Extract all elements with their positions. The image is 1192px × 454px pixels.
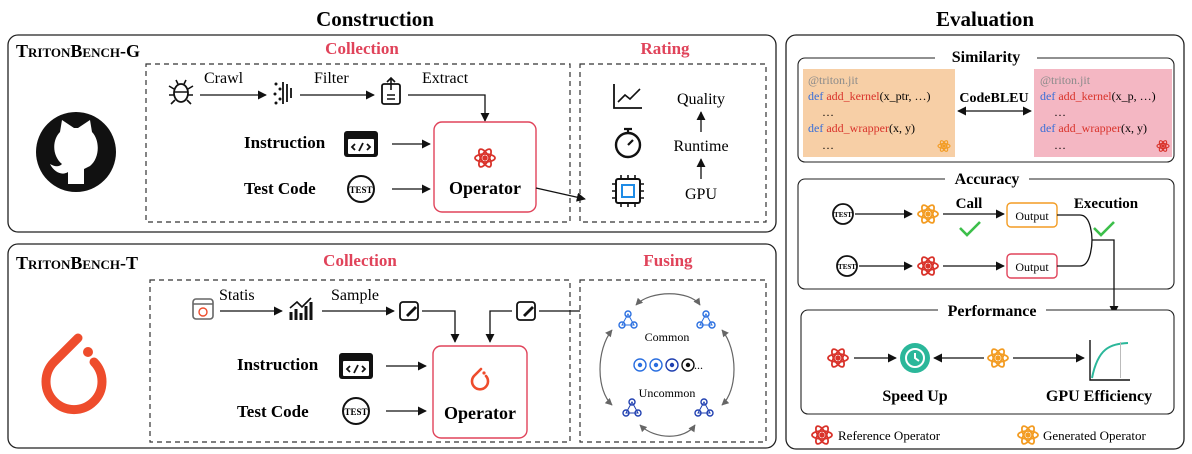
filter-label: Filter (314, 70, 349, 87)
collection-box-g (145, 63, 571, 223)
tritonbench-g-panel: TRITONBENCH-G Collection Rating Crawl Fi… (7, 34, 777, 233)
collection-label-g: Collection (325, 39, 399, 58)
code-left-text: @triton.jit def add_kernel(x_ptr, …) … d… (808, 73, 930, 152)
edit-icon-2 (516, 301, 536, 321)
svg-text:def add_wrapper(x, y): def add_wrapper(x, y) (1040, 121, 1147, 135)
code-window-icon (343, 130, 379, 158)
stopwatch-icon (614, 127, 642, 159)
svg-text:def add_kernel(x_ptr, …): def add_kernel(x_ptr, …) (808, 89, 930, 103)
crawl-label: Crawl (204, 70, 244, 87)
extract-label: Extract (422, 70, 469, 87)
operator-box-g (433, 121, 537, 213)
legend-reference-icon (811, 423, 833, 447)
code-left-block (803, 69, 955, 157)
statis-label: Statis (219, 287, 255, 304)
output-label-1: Output (1015, 209, 1049, 223)
codebleu-label: CodeBLEU (959, 91, 1028, 106)
test-icon-acc-2: TEST (836, 255, 858, 277)
efficiency-curve-icon (1089, 340, 1130, 381)
fusion-graph-top-left (618, 310, 638, 329)
chip-icon (612, 175, 644, 207)
operator-label-t: Operator (444, 403, 516, 423)
operator-box-t (432, 345, 528, 439)
fused-node-chain (633, 358, 695, 372)
gpu-label: GPU (685, 186, 717, 203)
quality-label: Quality (677, 91, 725, 108)
similarity-label: Similarity (952, 49, 1020, 66)
filter-icon (273, 82, 292, 105)
edit-icon (399, 301, 419, 321)
rating-label: Rating (640, 39, 690, 58)
execution-label: Execution (1074, 196, 1139, 212)
evaluation-panel: Similarity @triton.jit def add_kernel(x_… (785, 34, 1185, 450)
test-code-label-t: Test Code (237, 402, 309, 421)
test-code-label-g: Test Code (244, 179, 316, 198)
svg-text:…: … (822, 138, 834, 152)
fusing-label: Fusing (643, 251, 693, 270)
svg-text:…: … (1054, 105, 1066, 119)
code-right-block (1034, 69, 1172, 157)
statis-icon (192, 298, 214, 320)
svg-text:TEST: TEST (834, 211, 852, 219)
fusing-box (579, 279, 767, 443)
rating-box (579, 63, 767, 223)
extract-icon (381, 76, 401, 105)
svg-text:…: … (822, 105, 834, 119)
svg-text:TEST: TEST (349, 185, 372, 195)
code-right-text: @triton.jit def add_kernel(x_p, …) … def… (1040, 73, 1156, 152)
test-icon-acc-1: TEST (832, 203, 854, 225)
collection-label-t: Collection (323, 251, 397, 270)
common-label: Common (645, 330, 690, 344)
operator-label-g: Operator (449, 178, 521, 198)
code-window-icon-t (338, 352, 374, 380)
gpu-efficiency-label: GPU Efficiency (1046, 388, 1152, 405)
legend-generated-label: Generated Operator (1043, 428, 1147, 443)
test-icon-t: TEST (342, 397, 370, 425)
legend-reference-label: Reference Operator (838, 428, 941, 443)
chart-icon (613, 84, 642, 109)
uncommon-label: Uncommon (639, 386, 696, 400)
performance-label: Performance (948, 303, 1037, 320)
svg-text:…: … (1054, 138, 1066, 152)
svg-text:@triton.jit: @triton.jit (808, 73, 859, 87)
evaluation-header: Evaluation (936, 7, 1034, 31)
collection-box-t (149, 279, 571, 443)
fusion-graph-bottom-left (622, 398, 642, 417)
svg-text:@triton.jit: @triton.jit (1040, 73, 1091, 87)
pytorch-icon (41, 333, 107, 415)
svg-text:TEST: TEST (344, 407, 367, 417)
output-label-2: Output (1015, 260, 1049, 274)
github-icon (36, 112, 116, 192)
svg-text:def add_kernel(x_p, …): def add_kernel(x_p, …) (1040, 89, 1156, 103)
runtime-label: Runtime (673, 138, 728, 155)
accuracy-label: Accuracy (955, 171, 1020, 188)
bar-chart-icon (289, 297, 313, 320)
call-label: Call (956, 196, 983, 212)
fusion-graph-bottom-right (694, 398, 714, 417)
test-icon: TEST (347, 175, 375, 203)
instruction-label-g: Instruction (244, 133, 326, 152)
fusion-graph-top-right (696, 310, 716, 329)
svg-text:def add_wrapper(x, y): def add_wrapper(x, y) (808, 121, 915, 135)
check-icon-call (959, 221, 981, 237)
instruction-label-t: Instruction (237, 355, 319, 374)
svg-text:TEST: TEST (838, 263, 856, 271)
pytorch-small-icon (470, 367, 490, 391)
bug-icon (168, 79, 194, 105)
sample-label: Sample (331, 287, 379, 304)
speed-up-label: Speed Up (882, 388, 947, 405)
fused-ellipsis: ... (694, 358, 703, 372)
check-icon-execution (1093, 221, 1115, 237)
tritonbench-t-title: TRITONBENCH-T (16, 253, 138, 273)
tritonbench-g-title: TRITONBENCH-G (16, 41, 140, 61)
legend-generated-icon (1017, 423, 1039, 447)
tritonbench-t-panel: TRITONBENCH-T Collection Fusing Statis S… (7, 243, 777, 449)
speed-gauge-icon (900, 343, 930, 373)
construction-header: Construction (316, 7, 434, 31)
